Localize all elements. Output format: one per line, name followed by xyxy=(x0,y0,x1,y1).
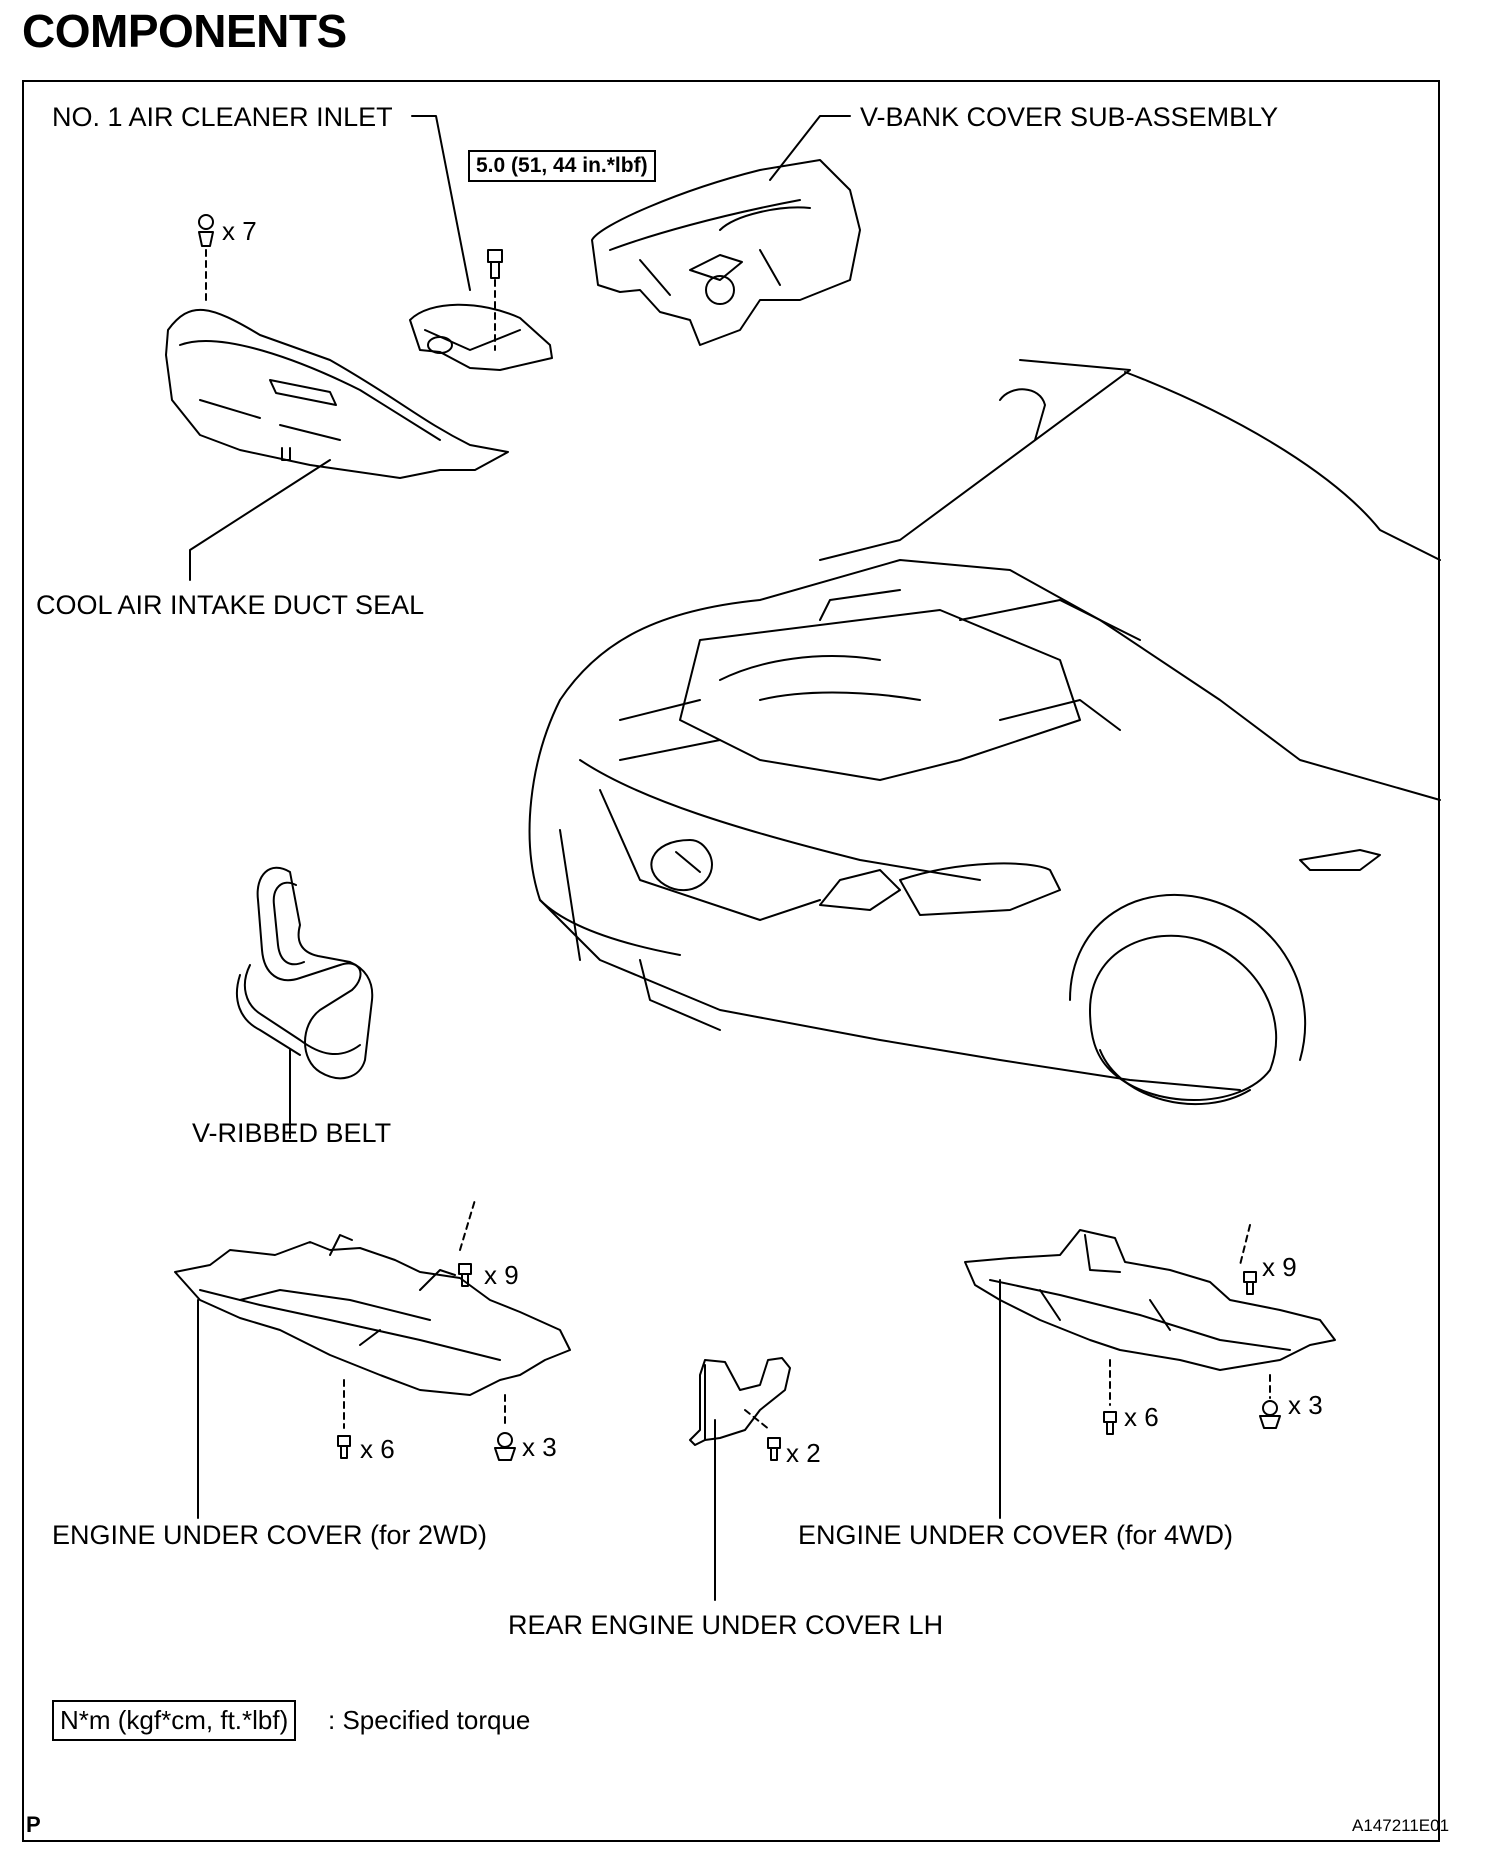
engine-under-cover-2wd-part xyxy=(174,1234,571,1396)
bolt-icon xyxy=(1103,1359,1117,1435)
label-engine-under-cover-2wd: ENGINE UNDER COVER (for 2WD) xyxy=(52,1520,488,1550)
legend-description: : Specified torque xyxy=(328,1705,531,1735)
label-v-ribbed-belt: V-RIBBED BELT xyxy=(192,1118,392,1148)
label-air-cleaner-inlet: NO. 1 AIR CLEANER INLET xyxy=(52,102,393,132)
leader-lines xyxy=(189,115,1001,1601)
label-v-bank-cover: V-BANK COVER SUB-ASSEMBLY xyxy=(860,102,1279,132)
torque-spec-box: 5.0 (51, 44 in.*lbf) xyxy=(468,150,656,182)
quantity-2wd-clips: x 3 xyxy=(522,1432,557,1462)
quantity-rear-cover-bolts: x 2 xyxy=(786,1438,821,1468)
rear-under-cover-part xyxy=(689,1357,791,1461)
air-cleaner-inlet-part xyxy=(409,303,553,371)
bolt-icon xyxy=(458,1199,476,1287)
legend-unit-box: N*m (kgf*cm, ft.*lbf) xyxy=(52,1700,297,1741)
quantity-duct-seal-clips: x 7 xyxy=(222,216,257,246)
page-title: COMPONENTS xyxy=(22,5,347,57)
diagram-frame xyxy=(22,80,1440,1842)
vehicle-illustration xyxy=(528,359,1441,1105)
v-ribbed-belt-part xyxy=(235,866,374,1080)
quantity-2wd-bolts: x 6 xyxy=(360,1434,395,1464)
duct-seal-part xyxy=(165,308,509,479)
clip-icon xyxy=(198,214,214,306)
quantity-4wd-bolts-top: x 9 xyxy=(1262,1252,1297,1282)
quantity-4wd-clips: x 3 xyxy=(1288,1390,1323,1420)
label-engine-under-cover-4wd: ENGINE UNDER COVER (for 4WD) xyxy=(798,1520,1234,1550)
engine-under-cover-4wd-part xyxy=(964,1229,1336,1371)
v-bank-cover-part xyxy=(591,159,861,346)
quantity-2wd-bolts-top: x 9 xyxy=(484,1260,519,1290)
bolt-icon xyxy=(1239,1224,1257,1295)
bolt-icon xyxy=(487,249,503,351)
bolt-icon xyxy=(337,1379,351,1459)
clip-icon xyxy=(494,1394,516,1461)
clip-icon xyxy=(1259,1374,1281,1429)
label-cool-air-intake-duct-seal: COOL AIR INTAKE DUCT SEAL xyxy=(36,590,425,620)
label-rear-engine-under-cover-lh: REAR ENGINE UNDER COVER LH xyxy=(508,1610,944,1640)
figure-id: A147211E01 xyxy=(1352,1816,1450,1835)
corner-mark: P xyxy=(26,1812,41,1837)
quantity-4wd-bolts: x 6 xyxy=(1124,1402,1159,1432)
